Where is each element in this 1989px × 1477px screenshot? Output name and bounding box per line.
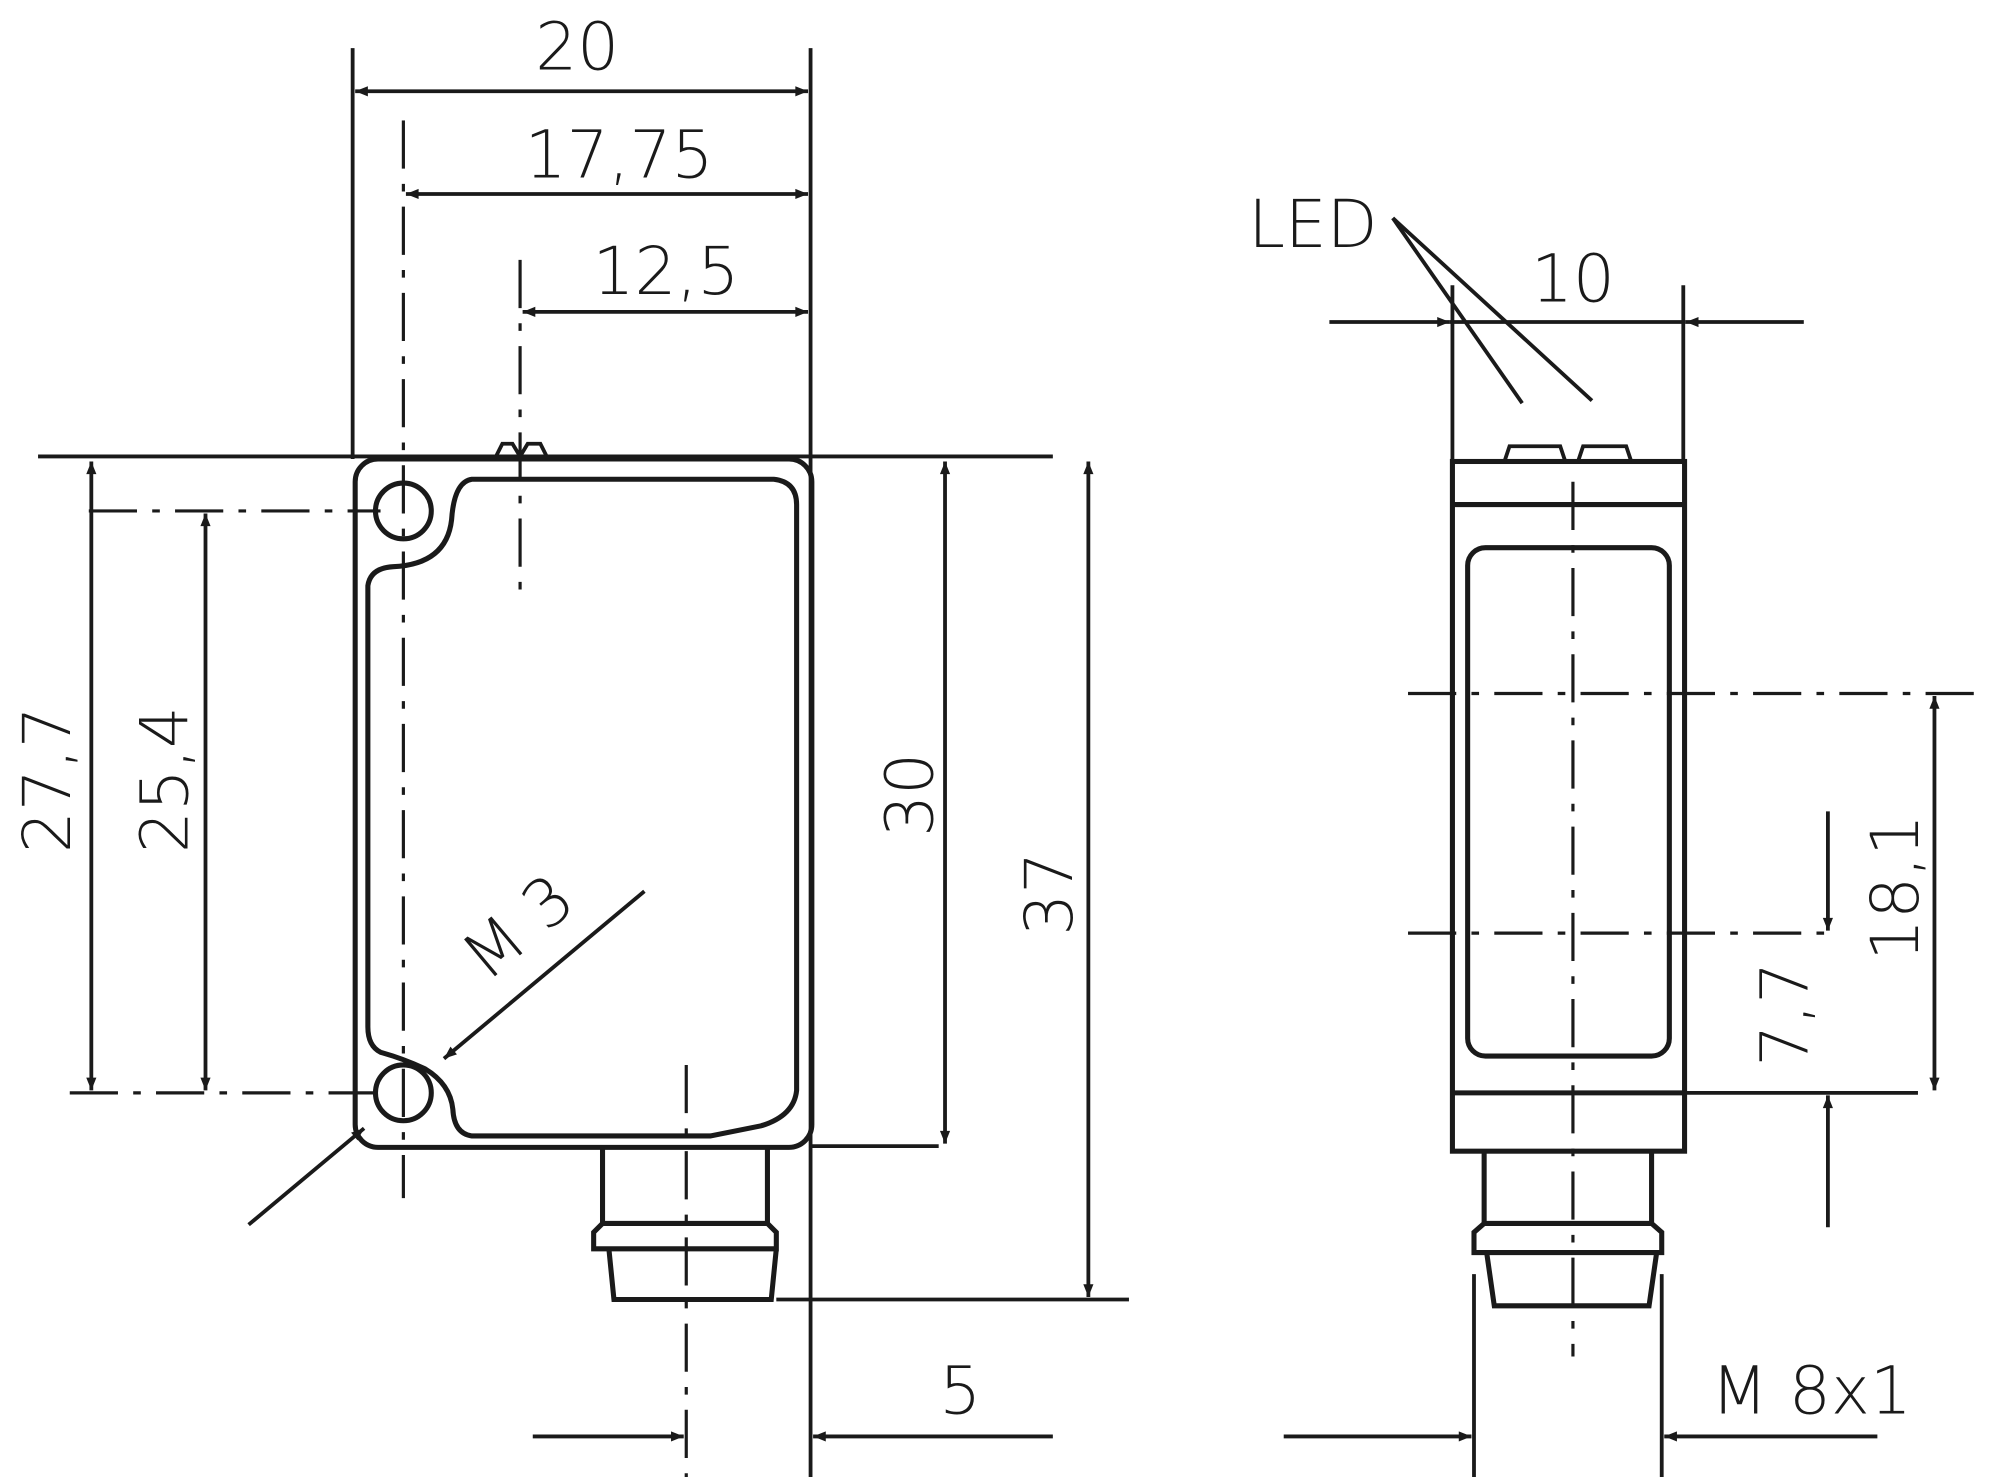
dim-height-27-7: 27,7 <box>9 706 86 853</box>
dim-height-25-4: 25,4 <box>127 706 204 853</box>
dim-connector-5: 5 <box>939 1353 981 1430</box>
side-window <box>1465 545 1672 1059</box>
dim-height-30: 30 <box>871 753 948 837</box>
thread-label-m8x1: M 8x1 <box>1711 1353 1912 1430</box>
dim-width-10: 10 <box>1531 241 1615 318</box>
side-body <box>1449 458 1688 1154</box>
dim-height-7-7: 7,7 <box>1747 962 1824 1067</box>
led-label: LED <box>1248 186 1377 263</box>
thread-label-m3: M 3 <box>448 859 589 995</box>
side-connector <box>1471 1151 1665 1309</box>
side-view: LED 10 18,1 7,7 M 8x1 <box>1248 186 1989 1477</box>
dim-width-17-75: 17,75 <box>525 117 714 194</box>
dim-height-37: 37 <box>1011 852 1088 936</box>
dim-width-12-5: 12,5 <box>593 233 740 310</box>
dim-height-18-1: 18,1 <box>1857 814 1934 961</box>
dim-width-20: 20 <box>535 9 619 86</box>
front-panel-outline <box>365 476 800 1139</box>
led-indicators-side <box>1502 444 1634 463</box>
front-view: 20 17,75 12,5 27,7 25,4 30 37 M 3 5 <box>9 9 1129 1477</box>
